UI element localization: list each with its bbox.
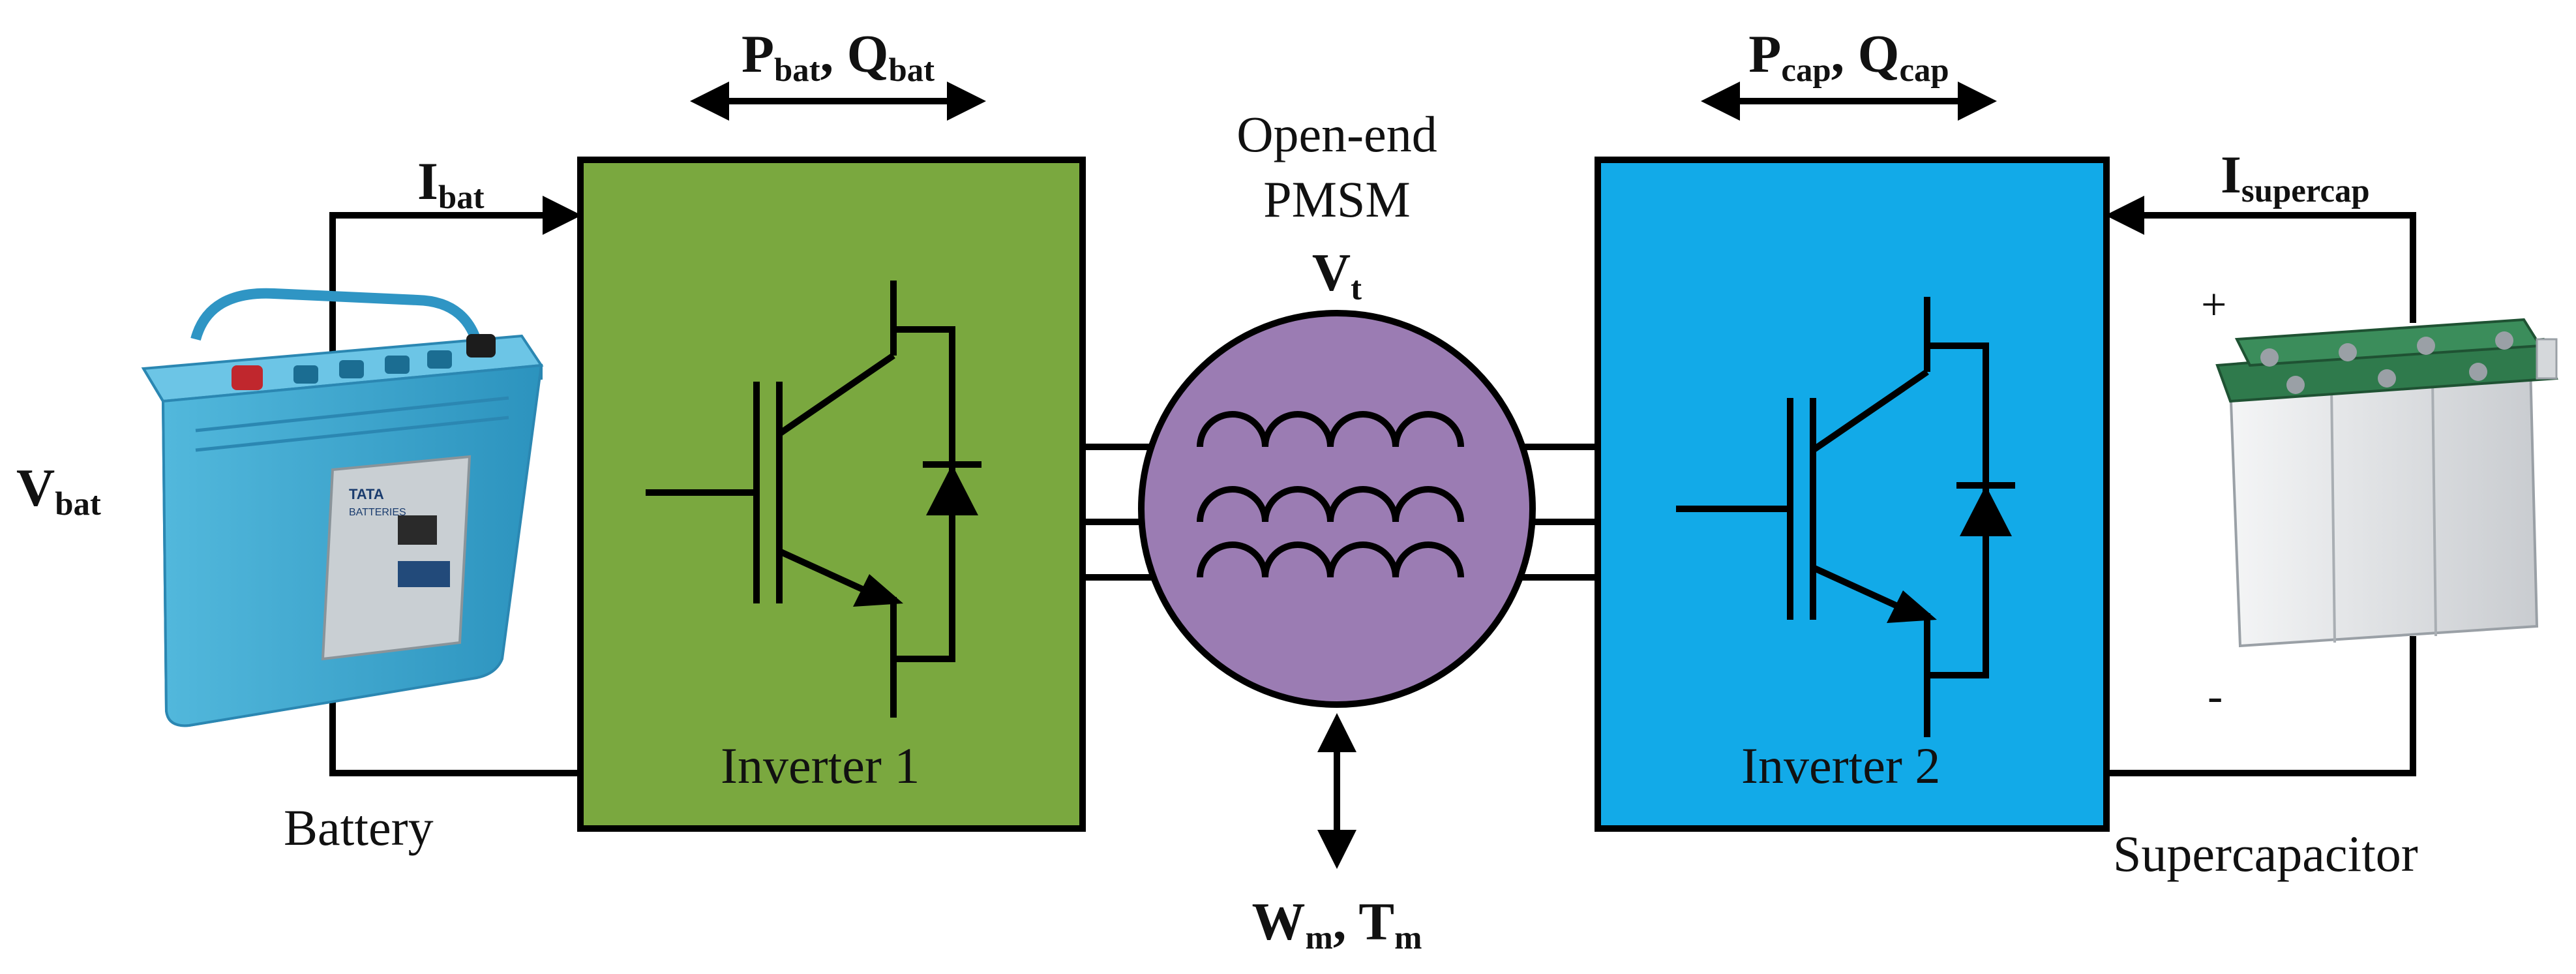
plus-sign: + bbox=[2201, 280, 2226, 330]
isupercap-label: Isupercap bbox=[2221, 145, 2370, 209]
battery-red-terminal bbox=[232, 365, 263, 390]
vt-label: Vt bbox=[1312, 243, 1362, 307]
inverter-1-label: Inverter 1 bbox=[721, 737, 920, 794]
pmsm-motor: Open-end PMSM Vt bbox=[1138, 106, 1536, 708]
inverter-1-igbt-symbol bbox=[646, 281, 955, 718]
inverter-2-box bbox=[1595, 157, 2110, 832]
supercapacitor-caption: Supercapacitor bbox=[2113, 825, 2418, 882]
motor-label-line2: PMSM bbox=[1263, 171, 1410, 228]
supercapacitor-image bbox=[2215, 318, 2558, 648]
inverter-2-diode bbox=[1956, 482, 2015, 536]
ibat-label: Ibat bbox=[417, 151, 485, 215]
battery-image: TATA BATTERIES bbox=[141, 288, 544, 727]
inverter-2-label: Inverter 2 bbox=[1741, 737, 1940, 794]
battery-label-plate bbox=[321, 455, 472, 661]
minus-sign: - bbox=[2208, 671, 2223, 722]
inverter-1-box bbox=[577, 157, 1086, 832]
wm-tm-label: Wm, Tm bbox=[1252, 892, 1422, 956]
motor-windings bbox=[1197, 411, 1464, 578]
inverter-2: Inverter 2 bbox=[1595, 157, 2110, 832]
pbat-qbat-label: Pbat, Qbat bbox=[741, 24, 935, 88]
supercap-body bbox=[2228, 363, 2539, 648]
battery-brand: TATA bbox=[349, 486, 384, 502]
vbat-label: Vbat bbox=[16, 458, 101, 522]
inverter-1: Inverter 1 bbox=[577, 157, 1086, 832]
motor-label-line1: Open-end bbox=[1236, 106, 1437, 162]
motor-circle bbox=[1138, 310, 1536, 708]
pcap-qcap-label: Pcap, Qcap bbox=[1748, 24, 1949, 88]
inverter-1-emitter-arrow bbox=[853, 574, 903, 607]
inverter-1-diode bbox=[923, 461, 981, 515]
inverter-2-emitter-arrow bbox=[1887, 590, 1937, 623]
battery-handle bbox=[190, 288, 485, 354]
supercap-wires bbox=[2105, 196, 2416, 776]
battery-brand-sub: BATTERIES bbox=[349, 507, 406, 518]
battery-black-terminal bbox=[466, 334, 496, 358]
battery-caption: Battery bbox=[284, 799, 434, 856]
